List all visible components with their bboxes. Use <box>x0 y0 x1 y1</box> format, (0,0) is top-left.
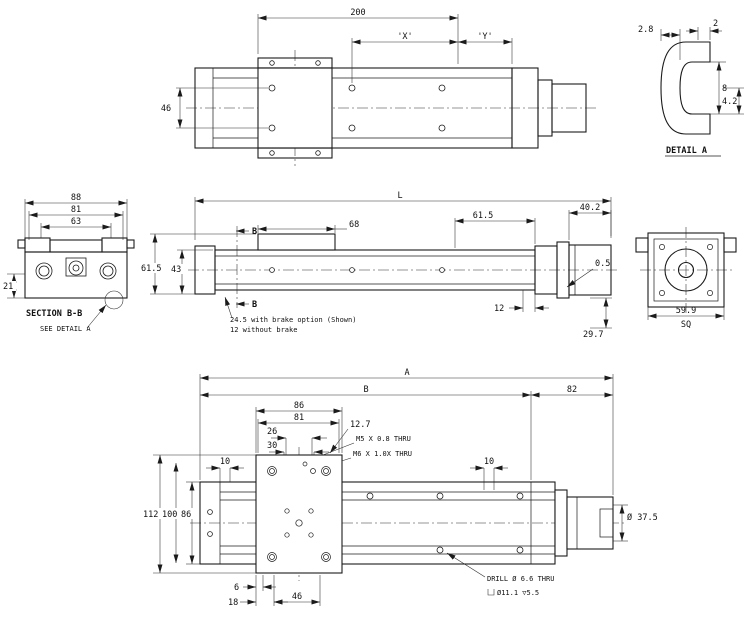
rail-body-section <box>24 251 128 299</box>
carriage-side-view <box>257 233 336 251</box>
dim-0-5: 0.5 <box>595 259 610 269</box>
m6-thread-note: M6 X 1.0X THRU <box>353 450 412 458</box>
see-detail-a-note: SEE DETAIL A <box>40 325 91 333</box>
dim-18: 18 <box>228 598 238 608</box>
dim-59-9: 59.9 <box>676 306 696 316</box>
section-bb-label: SECTION B-B <box>26 309 82 319</box>
seal-profile <box>660 41 711 135</box>
motor-face <box>647 232 725 308</box>
carriage-section <box>49 239 103 253</box>
motor-bottom-view <box>566 496 614 550</box>
drill-note-line1: DRILL Ø 6.6 THRU <box>487 575 554 583</box>
section-arrow-b-top: B <box>252 227 257 237</box>
counterbore-symbol-icon <box>487 589 495 596</box>
carriage-bottom-view <box>255 454 343 574</box>
dim-y: 'Y' <box>477 32 492 42</box>
dim-2-8: 2.8 <box>638 25 653 35</box>
dim-26: 26 <box>267 427 277 437</box>
dim-12-side: 12 <box>494 304 504 314</box>
motor-top-view <box>551 83 587 133</box>
dim-112: 112 <box>143 510 158 520</box>
dim-30: 30 <box>267 441 277 451</box>
dim-4-2: 4.2 <box>722 97 737 107</box>
dim-43: 43 <box>171 265 181 275</box>
m5-thread-note: M5 X 0.8 THRU <box>356 435 411 443</box>
end-view: 59.9 SQ <box>635 227 737 330</box>
dim-82: 82 <box>567 385 577 395</box>
dim-88: 88 <box>71 193 81 203</box>
dim-dia-37-5: Ø 37.5 <box>627 512 658 523</box>
dim-46-bottom: 46 <box>292 592 302 602</box>
brake-note-2: 12 without brake <box>230 326 297 334</box>
top-plan-view: 200 'X' 'Y' 46 <box>161 8 596 166</box>
dim-B: B <box>363 385 368 395</box>
dim-61-5-left: 61.5 <box>141 264 161 274</box>
dim-29-7: 29.7 <box>583 330 603 340</box>
dim-46: 46 <box>161 104 171 114</box>
dim-63: 63 <box>71 217 81 227</box>
dim-81-section: 81 <box>71 205 81 215</box>
motor-shaft-circle <box>677 261 695 279</box>
detail-callout-circle <box>104 290 124 310</box>
dim-12-7: 12.7 <box>350 420 370 430</box>
dim-8: 8 <box>722 84 727 94</box>
dim-L: L <box>397 191 402 201</box>
dim-10-left: 10 <box>220 457 230 467</box>
dim-100: 100 <box>162 510 177 520</box>
dim-200: 200 <box>350 8 365 18</box>
dim-86-left: 86 <box>181 510 191 520</box>
dim-sq: SQ <box>681 320 691 330</box>
side-view: L B B 68 61.5 40.2 <box>139 191 618 340</box>
drill-note-line2: Ø11.1 ▽5.5 <box>497 589 539 597</box>
dim-40-2: 40.2 <box>580 203 600 213</box>
dim-21: 21 <box>3 282 13 292</box>
detail-a-view: 2.8 2 8 4.2 DETAIL A <box>638 19 744 157</box>
bottom-view: A B 82 86 81 26 30 12.7 M5 X 0.8 THRU M6… <box>142 368 658 608</box>
section-arrow-b-bottom: B <box>252 300 257 310</box>
dim-A: A <box>404 368 409 378</box>
motor-side-view <box>568 244 612 296</box>
dim-2: 2 <box>713 19 718 29</box>
detail-a-label: DETAIL A <box>666 146 707 156</box>
dim-x: 'X' <box>397 32 412 42</box>
section-bb-view: 88 81 63 21 SECTION B-B SEE DETAIL A <box>2 193 135 333</box>
dim-68: 68 <box>349 220 359 230</box>
dim-81-bottom: 81 <box>294 413 304 423</box>
dim-61-5-top: 61.5 <box>473 211 493 221</box>
dim-6: 6 <box>234 583 239 593</box>
dim-86-top: 86 <box>294 401 304 411</box>
dim-10-right: 10 <box>484 457 494 467</box>
motor-pilot-circle <box>664 248 708 292</box>
brake-note-1: 24.5 with brake option (Shown) <box>230 316 356 324</box>
carriage-top-view <box>257 67 333 149</box>
